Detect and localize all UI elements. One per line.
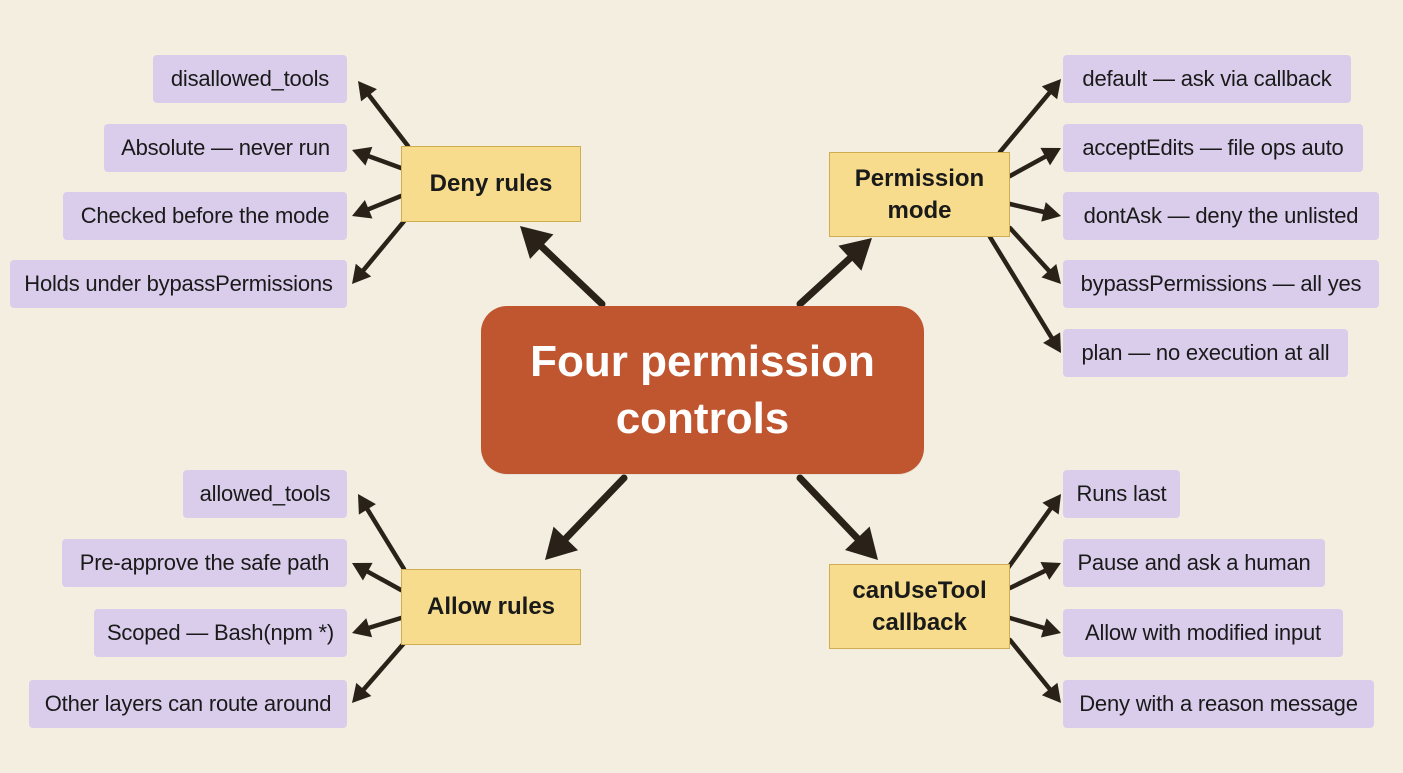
mode-item-default: default — ask via callback — [1063, 55, 1351, 103]
arrow-center-to-mode — [796, 238, 872, 308]
allow-rules-node: Allow rules — [401, 569, 581, 645]
callback-item-runs-last: Runs last — [1063, 470, 1180, 518]
arrow-mode-to-item-5 — [987, 234, 1061, 353]
arrow-center-to-callback — [796, 474, 878, 560]
deny-rules-node: Deny rules — [401, 146, 581, 222]
arrow-callback-to-item-3 — [1007, 615, 1061, 638]
deny-item-absolute: Absolute — never run — [104, 124, 347, 172]
deny-item-disallowed-tools: disallowed_tools — [153, 55, 347, 103]
permission-mode-title-line-1: Permission — [854, 164, 985, 192]
central-node: Four permission controls — [481, 306, 924, 474]
arrow-deny-to-item-2 — [352, 146, 404, 171]
mode-item-accept-edits: acceptEdits — file ops auto — [1063, 124, 1363, 172]
deny-item-checked-before-mode: Checked before the mode — [63, 192, 347, 240]
arrow-callback-to-item-1 — [1005, 494, 1061, 571]
allow-item-allowed-tools: allowed_tools — [183, 470, 347, 518]
allow-item-pre-approve: Pre-approve the safe path — [62, 539, 347, 587]
arrow-allow-to-item-4 — [352, 639, 408, 703]
arrow-allow-to-item-1 — [358, 494, 407, 572]
allow-item-other-layers: Other layers can route around — [29, 680, 347, 728]
callback-title-line-2: callback — [872, 608, 967, 636]
callback-item-deny-reason: Deny with a reason message — [1063, 680, 1374, 728]
callback-item-pause-ask-human: Pause and ask a human — [1063, 539, 1325, 587]
callback-title-line-1: canUseTool — [852, 576, 987, 604]
arrow-callback-to-item-4 — [1007, 637, 1061, 703]
mode-item-bypass-permissions: bypassPermissions — all yes — [1063, 260, 1379, 308]
arrow-allow-to-item-2 — [352, 562, 404, 593]
allow-rules-title: Allow rules — [426, 593, 556, 620]
permission-mode-node: Permission mode — [829, 152, 1010, 237]
mode-item-plan: plan — no execution at all — [1063, 329, 1348, 377]
arrow-center-to-allow — [545, 474, 628, 560]
deny-rules-title: Deny rules — [429, 170, 553, 197]
arrow-allow-to-item-3 — [352, 615, 404, 638]
arrow-center-to-deny — [520, 226, 606, 308]
permission-mode-title-line-2: mode — [887, 196, 952, 224]
arrow-mode-to-item-3 — [1007, 201, 1061, 222]
central-title-line-1: Four permission — [530, 337, 875, 386]
arrow-callback-to-item-2 — [1007, 561, 1061, 591]
arrow-mode-to-item-1 — [997, 79, 1061, 155]
arrow-mode-to-item-4 — [1007, 225, 1061, 284]
callback-item-allow-modified-input: Allow with modified input — [1063, 609, 1343, 657]
arrow-mode-to-item-2 — [1007, 147, 1061, 179]
can-use-tool-callback-node: canUseTool callback — [829, 564, 1010, 649]
allow-item-scoped-bash: Scoped — Bash(npm *) — [94, 609, 347, 657]
arrow-deny-to-item-3 — [352, 193, 404, 219]
mode-item-dont-ask: dontAsk — deny the unlisted — [1063, 192, 1379, 240]
central-title-line-2: controls — [615, 394, 790, 443]
arrow-deny-to-item-1 — [358, 81, 411, 149]
arrow-deny-to-item-4 — [352, 217, 408, 284]
deny-item-holds-under-bypass: Holds under bypassPermissions — [10, 260, 347, 308]
